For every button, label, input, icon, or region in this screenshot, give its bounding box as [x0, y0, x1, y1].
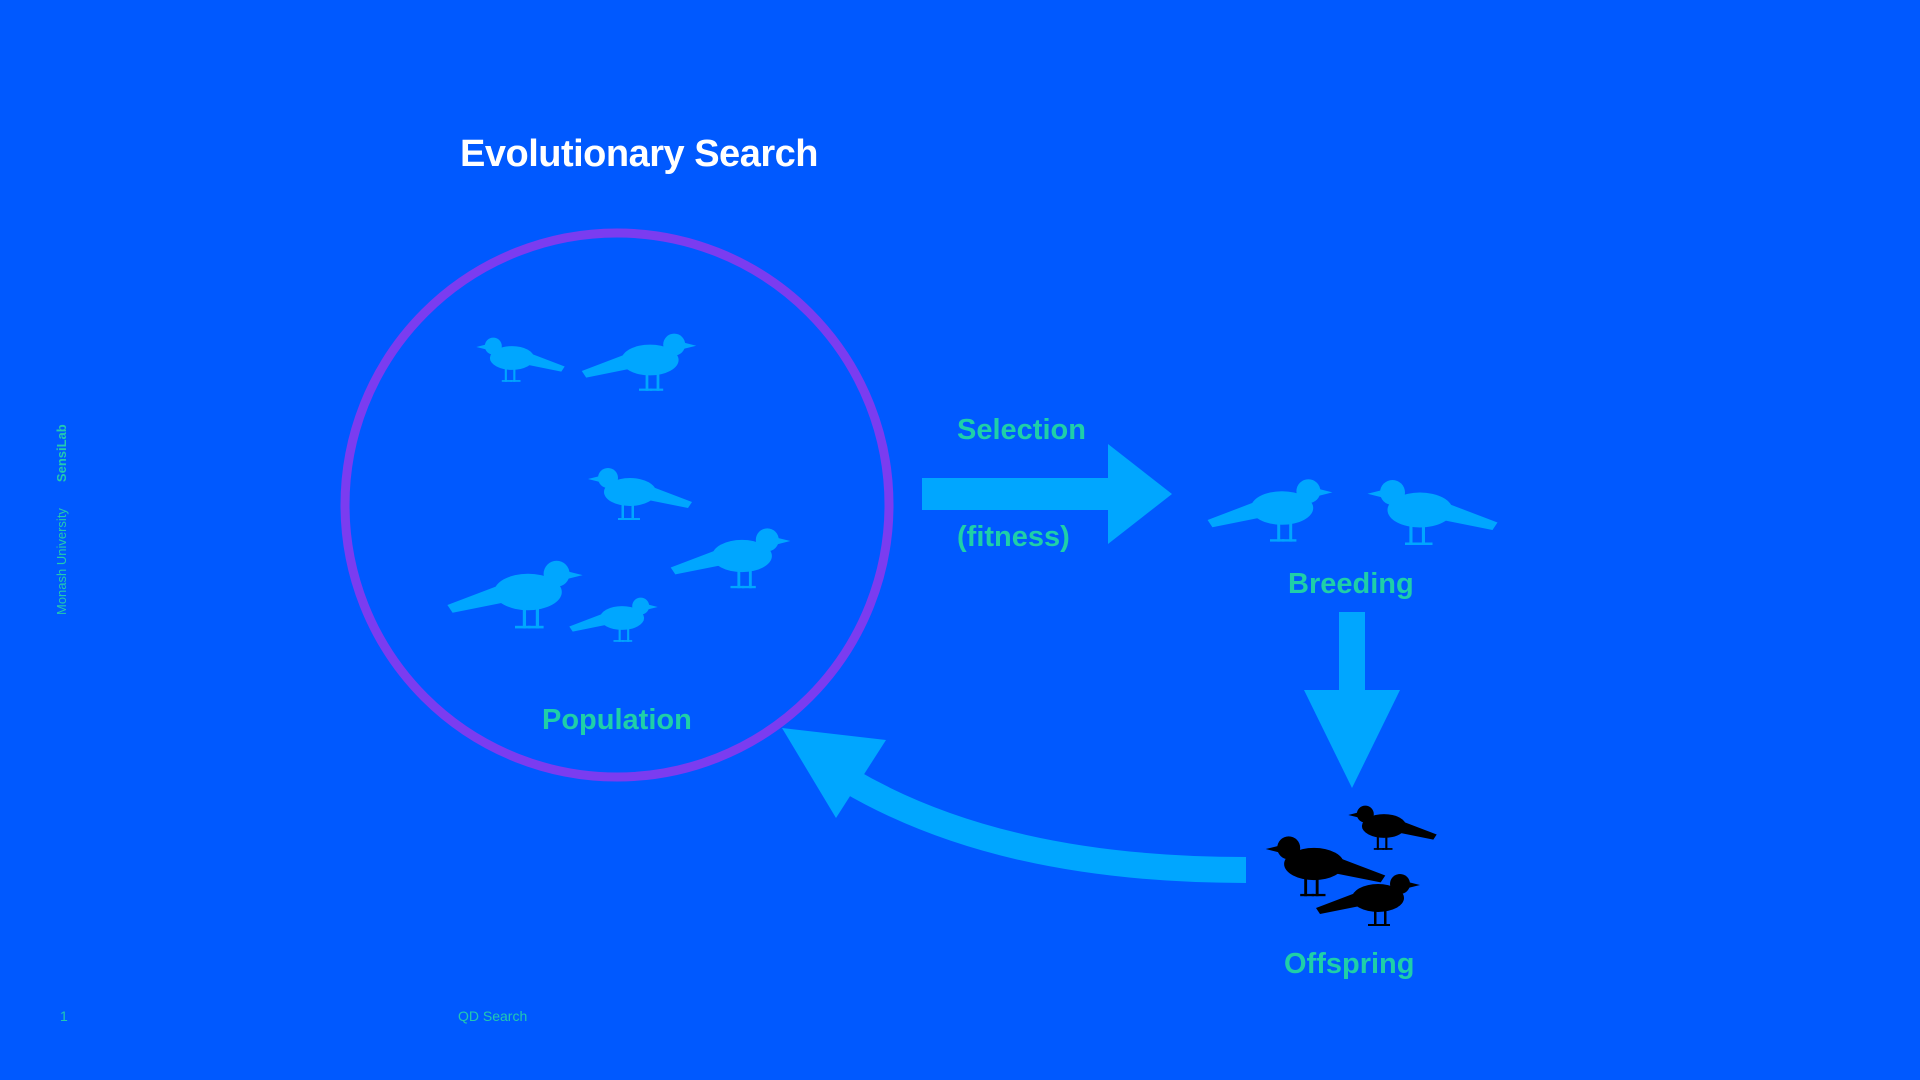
bird-icon	[1348, 805, 1437, 850]
bird-icon	[588, 468, 692, 520]
breeding-arrow	[1304, 612, 1400, 788]
population-circle	[340, 228, 894, 782]
selection-label: Selection	[957, 414, 1086, 446]
return-arrow	[782, 728, 1247, 883]
footer-text: QD Search	[458, 1008, 528, 1024]
bird-icon	[1316, 874, 1420, 926]
offspring-label: Offspring	[1284, 948, 1415, 980]
fitness-label: (fitness)	[957, 521, 1070, 553]
bird-icon	[447, 560, 583, 629]
bird-icon	[581, 333, 697, 391]
bird-icon	[476, 337, 565, 382]
population-label: Population	[542, 704, 692, 736]
breeding-label: Breeding	[1288, 568, 1414, 600]
bird-icon	[569, 597, 658, 642]
selection-arrow	[922, 444, 1172, 544]
bird-icon	[1207, 479, 1333, 542]
page-number: 1	[60, 1008, 68, 1024]
bird-icon	[670, 528, 791, 589]
bird-icon	[1367, 480, 1498, 545]
slide-title: Evolutionary Search	[460, 133, 818, 175]
